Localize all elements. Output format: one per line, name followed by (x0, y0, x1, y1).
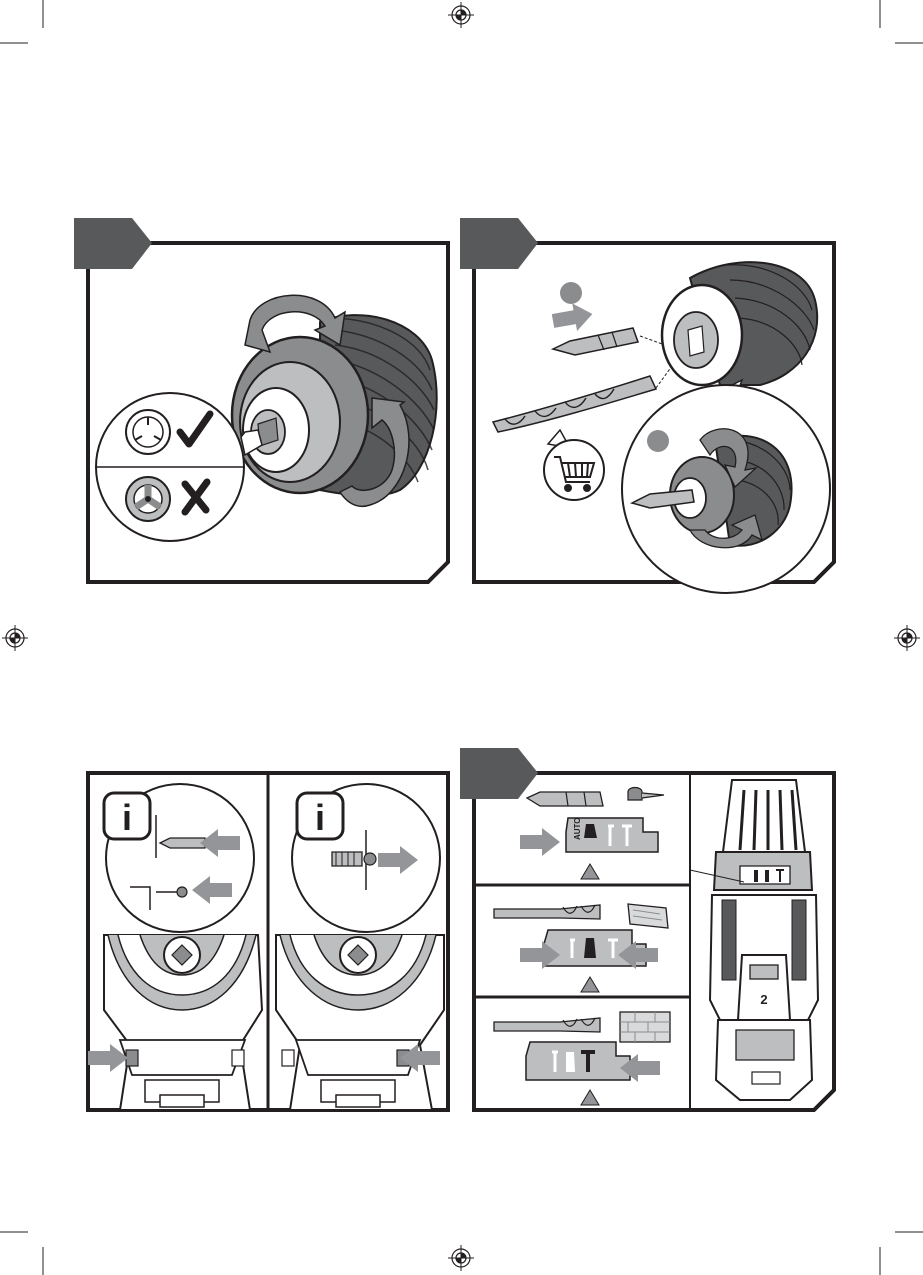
panel-insert-bit (460, 218, 834, 593)
battery-number-label: 2 (760, 992, 767, 1007)
step-marker-1 (560, 282, 582, 304)
registration-mark-icon (2, 625, 28, 651)
brick-wall-icon (620, 1012, 670, 1042)
registration-mark-icon (448, 2, 474, 28)
drill-mode-icon (584, 938, 596, 958)
info-label: i (315, 797, 325, 838)
auto-mode-label: AUTO (573, 817, 582, 840)
forward-rotation-view: i (88, 784, 262, 1110)
panel-direction-switch: i i (88, 773, 448, 1110)
mode-selector-collar (526, 1042, 630, 1080)
panel-chuck-open (74, 218, 448, 582)
reverse-rotation-view: i (276, 784, 444, 1110)
registration-mark-icon (894, 625, 920, 651)
panel-mode-selector: AUTO (460, 748, 834, 1110)
info-label: i (122, 797, 132, 838)
registration-mark-icon (448, 1245, 474, 1271)
step-marker-2 (647, 430, 669, 452)
